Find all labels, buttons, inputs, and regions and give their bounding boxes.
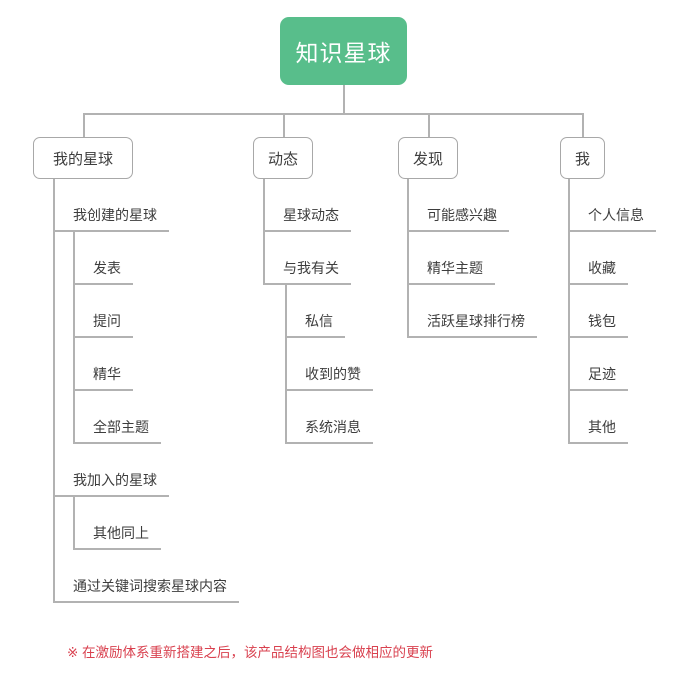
topic-active-planet-ranking[interactable]: 活跃星球排行榜 [407,307,537,338]
topic-received-likes[interactable]: 收到的赞 [285,360,373,391]
connector-col3-main [407,179,409,338]
connector-col4-main [568,179,570,444]
topic-ask[interactable]: 提问 [73,307,133,338]
branch-node-my-planets[interactable]: 我的星球 [33,137,133,179]
connector-branch-stub-4 [582,113,584,137]
connector-col1-sub-joined [73,495,75,550]
root-node[interactable]: 知识星球 [280,17,407,85]
topic-keyword-search[interactable]: 通过关键词搜索星球内容 [53,572,239,603]
topic-publish[interactable]: 发表 [73,254,133,285]
topic-footprints[interactable]: 足迹 [568,360,628,391]
topic-personal-info[interactable]: 个人信息 [568,201,656,232]
topic-same-as-above[interactable]: 其他同上 [73,519,161,550]
topic-others[interactable]: 其他 [568,413,628,444]
topic-wallet[interactable]: 钱包 [568,307,628,338]
topic-private-message[interactable]: 私信 [285,307,345,338]
connector-branch-stub-2 [283,113,285,137]
topic-created-planets[interactable]: 我创建的星球 [53,201,169,232]
topic-highlight-topics[interactable]: 精华主题 [407,254,495,285]
connector-bus [83,113,582,115]
topic-planet-feed[interactable]: 星球动态 [263,201,351,232]
topic-system-messages[interactable]: 系统消息 [285,413,373,444]
connector-col2-sub [285,283,287,444]
connector-root-stub [343,85,345,114]
topic-related-to-me[interactable]: 与我有关 [263,254,351,285]
connector-col1-main [53,179,55,603]
branch-node-feed[interactable]: 动态 [253,137,313,179]
topic-all-topics[interactable]: 全部主题 [73,413,161,444]
connector-branch-stub-1 [83,113,85,137]
topic-highlights[interactable]: 精华 [73,360,133,391]
topic-maybe-interested[interactable]: 可能感兴趣 [407,201,509,232]
connector-branch-stub-3 [428,113,430,137]
topic-joined-planets[interactable]: 我加入的星球 [53,466,169,497]
branch-node-me[interactable]: 我 [560,137,605,179]
footnote: ※ 在激励体系重新搭建之后，该产品结构图也会做相应的更新 [67,645,434,660]
branch-node-discover[interactable]: 发现 [398,137,458,179]
connector-col2-main [263,179,265,285]
topic-favorites[interactable]: 收藏 [568,254,628,285]
